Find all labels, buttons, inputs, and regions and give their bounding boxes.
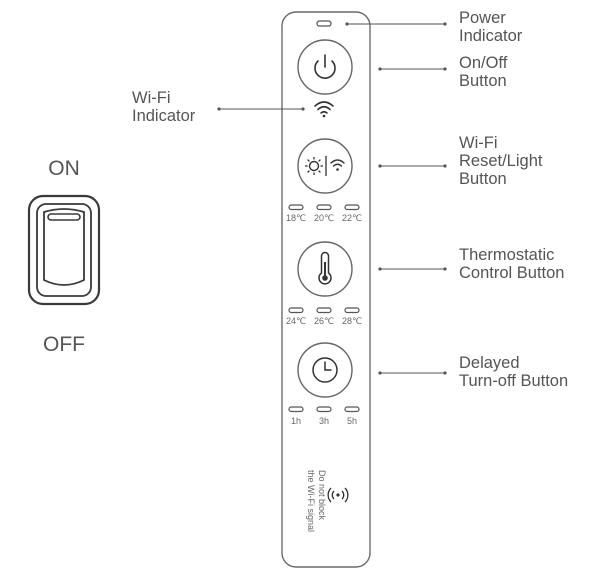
temp-label-26: 26℃ bbox=[314, 316, 334, 326]
clock-icon bbox=[312, 357, 338, 383]
callout-wifi-reset-light: Wi-Fi Reset/Light Button bbox=[459, 134, 543, 188]
timer-row: 1h 3h 5h bbox=[288, 406, 360, 426]
leader-lines bbox=[217, 22, 447, 375]
wifi-reset-light-button[interactable] bbox=[297, 138, 353, 194]
callout-on-off-line1: On/Off bbox=[459, 54, 508, 72]
temp-row-2: 24℃ 26℃ 28℃ bbox=[286, 307, 362, 326]
thermometer-icon bbox=[318, 251, 332, 285]
wifi-icon bbox=[330, 159, 345, 171]
timer-label-1h: 1h bbox=[291, 416, 301, 426]
power-indicator-led bbox=[316, 20, 332, 27]
callout-power-indicator-line1: Power bbox=[459, 9, 506, 27]
notice-line-2: the Wi-Fi signal bbox=[306, 470, 316, 532]
timer-label-3h: 3h bbox=[319, 416, 329, 426]
wifi-signal-notice: Do not block the Wi-Fi signal bbox=[306, 470, 349, 532]
delayed-turnoff-button[interactable] bbox=[297, 342, 353, 398]
notice-line-1: Do not block bbox=[317, 470, 327, 521]
callout-wifi-indicator-line1: Wi-Fi bbox=[132, 89, 170, 107]
callout-wifi-indicator-line2: Indicator bbox=[132, 107, 196, 125]
switch-off-label: OFF bbox=[43, 333, 85, 356]
callout-on-off-button: On/Off Button bbox=[459, 54, 508, 90]
temp-label-18: 18℃ bbox=[286, 213, 306, 223]
thermostatic-control-button[interactable] bbox=[297, 241, 353, 297]
sun-icon bbox=[305, 157, 323, 175]
callout-thermostatic-line2: Control Button bbox=[459, 264, 564, 282]
callout-power-indicator: Power Indicator bbox=[459, 9, 523, 45]
callout-delayed-turnoff: Delayed Turn-off Button bbox=[459, 354, 568, 390]
switch-on-label: ON bbox=[48, 157, 80, 180]
signal-icon bbox=[327, 487, 349, 503]
callout-thermostatic: Thermostatic Control Button bbox=[459, 246, 564, 282]
callout-thermostatic-line1: Thermostatic bbox=[459, 246, 554, 264]
callout-on-off-line2: Button bbox=[459, 72, 507, 90]
temp-label-24: 24℃ bbox=[286, 316, 306, 326]
callout-power-indicator-line2: Indicator bbox=[459, 27, 523, 45]
timer-label-5h: 5h bbox=[347, 416, 357, 426]
temp-label-28: 28℃ bbox=[342, 316, 362, 326]
callout-wifi-reset-line1: Wi-Fi bbox=[459, 134, 497, 152]
temp-row-1: 18℃ 20℃ 22℃ bbox=[286, 204, 362, 223]
callout-delayed-line1: Delayed bbox=[459, 354, 520, 372]
power-icon bbox=[314, 54, 336, 79]
callout-wifi-indicator: Wi-Fi Indicator bbox=[132, 89, 196, 125]
wifi-indicator-icon bbox=[314, 101, 334, 118]
temp-label-20: 20℃ bbox=[314, 213, 334, 223]
callout-delayed-line2: Turn-off Button bbox=[459, 372, 568, 390]
temp-label-22: 22℃ bbox=[342, 213, 362, 223]
rocker-switch[interactable] bbox=[27, 194, 101, 306]
on-off-button[interactable] bbox=[297, 39, 353, 95]
callout-wifi-reset-line2: Reset/Light bbox=[459, 152, 543, 170]
callout-wifi-reset-line3: Button bbox=[459, 170, 507, 188]
